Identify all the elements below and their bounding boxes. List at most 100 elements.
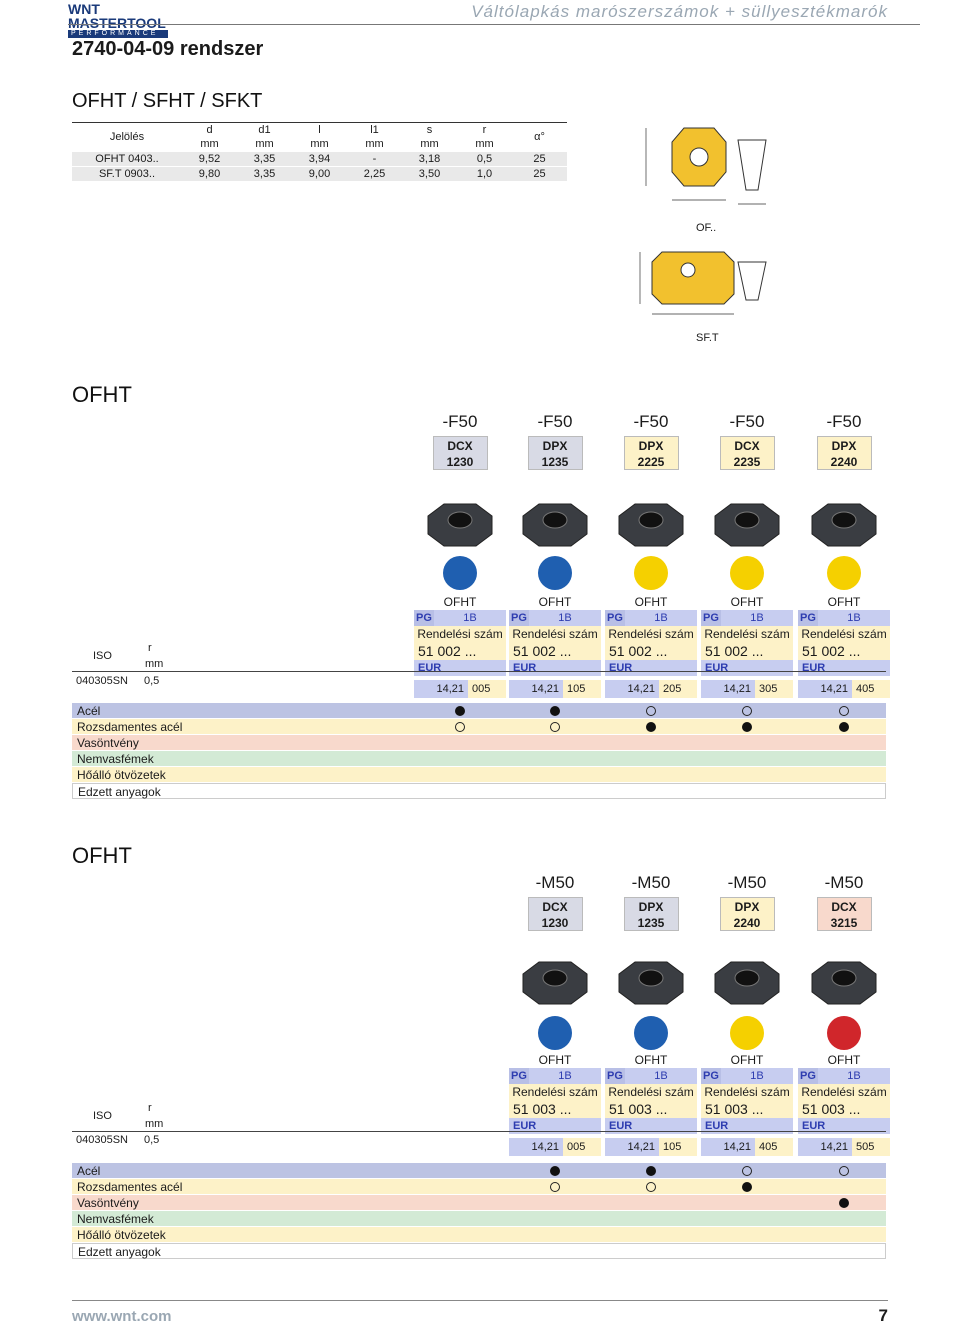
recommended-mark — [550, 706, 560, 716]
suitable-mark — [839, 1166, 849, 1176]
order-number-label: Rendelési szám — [701, 1084, 793, 1100]
price: 14,21 — [701, 680, 755, 698]
pg-value: 1B — [625, 1068, 697, 1084]
material-row: Acél — [72, 703, 886, 719]
order-suffix[interactable]: 105 — [563, 680, 601, 698]
spec-unit: mm — [292, 137, 347, 152]
brand-name: WNT MASTERTOOL — [68, 1, 166, 31]
order-suffix[interactable]: 305 — [755, 680, 793, 698]
grade-number: 1235 — [637, 916, 665, 930]
spec-cell: 1,0 — [457, 166, 512, 181]
material-row: Vasöntvény — [72, 735, 886, 751]
material-group-icon — [827, 556, 861, 590]
material-row: Acél — [72, 1163, 886, 1179]
order-number-label: Rendelési szám — [605, 626, 697, 642]
pg-value: 1B — [721, 610, 793, 626]
spec-header-jeloles: Jelölés — [72, 122, 182, 152]
spec-table: Jelölés d d1 l l1 s r α° mm mm mm mm mm … — [72, 122, 567, 181]
order-suffix[interactable]: 005 — [563, 1138, 601, 1156]
grade-number: 1230 — [446, 455, 474, 469]
spec-cell: 9,80 — [182, 166, 237, 181]
pg-label: PG — [798, 1068, 818, 1084]
spec-unit: mm — [237, 137, 292, 152]
type-label: OFHT — [538, 1053, 572, 1067]
grade-name: DCX — [734, 439, 760, 453]
spec-cell: 0,5 — [457, 151, 512, 167]
pg-value: 1B — [434, 610, 506, 626]
grade-number: 3215 — [830, 916, 858, 930]
material-row: Hőálló ötvözetek — [72, 1227, 886, 1243]
spec-cell: 2,25 — [347, 166, 402, 181]
grade-name: DCX — [447, 439, 473, 453]
price: 14,21 — [509, 680, 563, 698]
material-row: Hőálló ötvözetek — [72, 767, 886, 783]
material-label: Nemvasfémek — [77, 752, 154, 766]
pg-value: 1B — [818, 1068, 890, 1084]
type-label: OFHT — [634, 1053, 668, 1067]
spec-cell: 3,18 — [402, 151, 457, 167]
spec-cell: OFHT 0403.. — [72, 151, 182, 167]
type-label: OFHT — [730, 1053, 764, 1067]
spec-header: l — [292, 122, 347, 137]
material-label: Edzett anyagok — [78, 1245, 161, 1259]
order-number-label: Rendelési szám — [414, 626, 506, 642]
grade-number: 2240 — [733, 916, 761, 930]
insert-image — [618, 961, 684, 1005]
suitable-mark — [646, 1182, 656, 1192]
pg-value: 1B — [818, 610, 890, 626]
order-suffix[interactable]: 005 — [468, 680, 506, 698]
spec-row: OFHT 0403.. 9,52 3,35 3,94 - 3,18 0,5 25 — [72, 151, 567, 167]
page-title: 2740-04-09 rendszer — [72, 38, 264, 60]
material-row: Edzett anyagok — [72, 783, 886, 799]
order-suffix[interactable]: 505 — [852, 1138, 890, 1156]
pg-label: PG — [414, 610, 434, 626]
mm-label: mm — [145, 658, 164, 670]
spec-header: s — [402, 122, 457, 137]
footer-divider — [72, 1300, 888, 1301]
spec-cell: 25 — [512, 151, 567, 167]
grade-box: DPX 2240 — [719, 897, 775, 931]
footer-url[interactable]: www.wnt.com — [72, 1308, 172, 1325]
grade-number: 2240 — [830, 455, 858, 469]
currency-label: EUR — [414, 660, 506, 676]
order-number-label: Rendelési szám — [798, 626, 890, 642]
order-number: 51 002 ... — [605, 642, 697, 660]
insert-image — [714, 503, 780, 547]
spec-cell: 3,35 — [237, 151, 292, 167]
spec-cell: 3,50 — [402, 166, 457, 181]
material-label: Acél — [77, 704, 101, 718]
order-number-label: Rendelési szám — [509, 1084, 601, 1100]
material-label: Vasöntvény — [77, 736, 139, 750]
order-suffix[interactable]: 205 — [659, 680, 697, 698]
grade-name: DCX — [542, 900, 568, 914]
row-divider — [72, 1131, 886, 1132]
recommended-mark — [646, 722, 656, 732]
spec-header: r — [457, 122, 512, 137]
insert-image — [714, 961, 780, 1005]
grade-name: DPX — [734, 900, 760, 914]
suitable-mark — [646, 706, 656, 716]
order-suffix[interactable]: 405 — [755, 1138, 793, 1156]
page-number: 7 — [878, 1306, 888, 1325]
r-value: 0,5 — [144, 675, 160, 687]
suitable-mark — [455, 722, 465, 732]
order-suffix[interactable]: 105 — [659, 1138, 697, 1156]
price: 14,21 — [605, 680, 659, 698]
pg-label: PG — [509, 1068, 529, 1084]
order-suffix[interactable]: 405 — [852, 680, 890, 698]
